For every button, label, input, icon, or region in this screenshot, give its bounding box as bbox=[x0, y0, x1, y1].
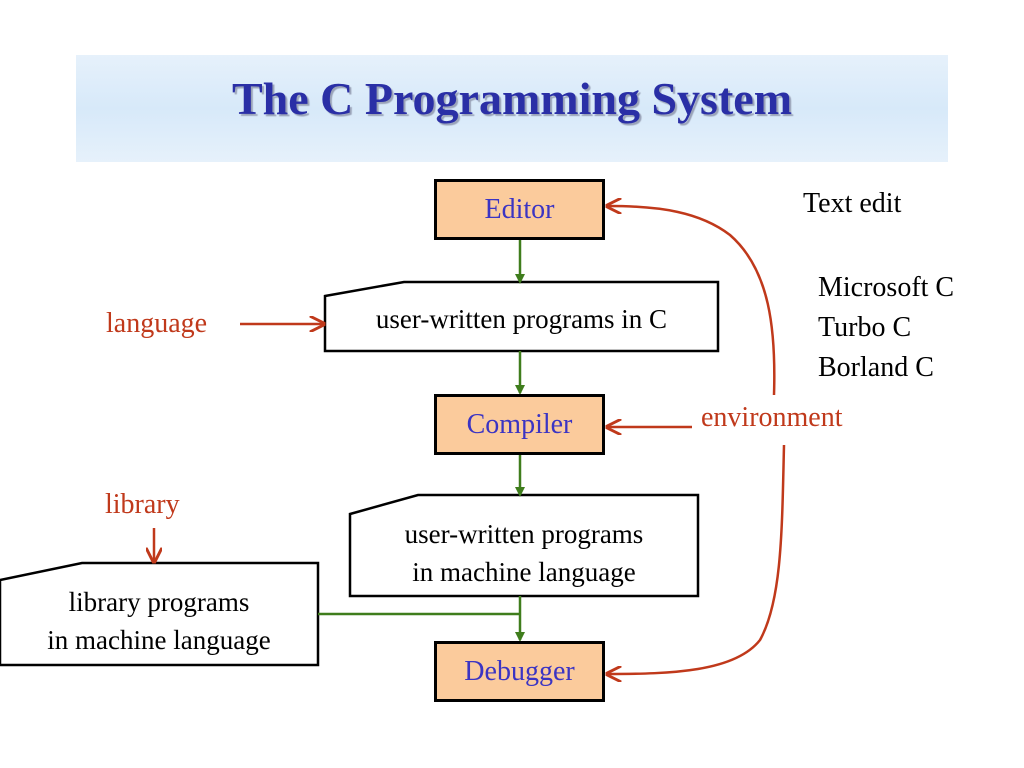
machine-programs-shape bbox=[348, 493, 700, 598]
title-band bbox=[76, 55, 948, 162]
source-programs-shape bbox=[323, 280, 720, 353]
debugger-box: Debugger bbox=[434, 641, 605, 702]
environment-item-3: Borland C bbox=[818, 352, 934, 383]
slide-title: The C Programming System bbox=[231, 73, 793, 124]
environments-list: Microsoft C Turbo C Borland C bbox=[818, 268, 954, 388]
library-label: library bbox=[105, 489, 180, 520]
machine-programs-line-1: user-written programs bbox=[404, 519, 644, 549]
compiler-box: Compiler bbox=[434, 394, 605, 455]
library-programs-label: library programs in machine language bbox=[0, 583, 318, 659]
text-edit-label: Text edit bbox=[803, 188, 902, 219]
machine-programs-line-2: in machine language bbox=[412, 557, 636, 587]
library-programs-line-1: library programs bbox=[68, 587, 250, 617]
library-programs-line-2: in machine language bbox=[47, 625, 271, 655]
machine-programs-label: user-written programs in machine languag… bbox=[350, 515, 698, 591]
environment-item-1: Microsoft C bbox=[818, 272, 955, 303]
environment-to-debugger-arrow bbox=[608, 444, 786, 674]
editor-box: Editor bbox=[434, 179, 605, 240]
environment-item-2: Turbo C bbox=[818, 312, 912, 343]
source-programs-label: user-written programs in C bbox=[375, 304, 668, 334]
environment-to-editor-arrow bbox=[608, 206, 776, 396]
environment-label: environment bbox=[701, 402, 843, 433]
language-label: language bbox=[106, 308, 208, 339]
